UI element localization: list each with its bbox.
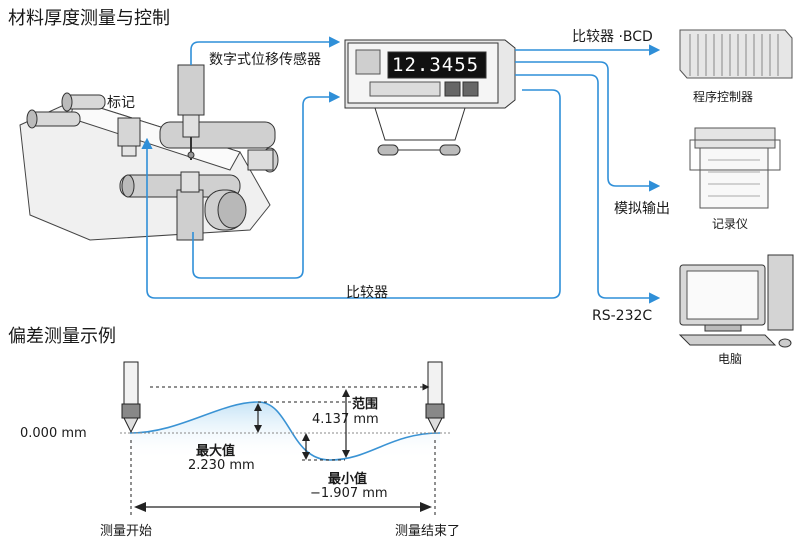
probe-start [121,361,141,434]
deviation-chart [120,361,450,515]
material-shading [130,402,440,460]
arrow-sensor-upper-to-controller [190,36,341,65]
label-start: 测量开始 [100,524,153,539]
computer-device [678,254,794,348]
sensor-probe-lower [176,171,204,241]
arrow-sensor-lower-to-controller [192,91,341,279]
label-plc: 程序控制器 [693,90,754,104]
label-comparator-bcd: 比较器 ·BCD [572,29,653,45]
label-max-title: 最大值 [196,444,236,459]
label-min-title: 最小值 [328,472,368,487]
label-range-value: 4.137 mm [312,412,379,427]
label-sensor: 数字式位移传感器 [209,52,321,68]
digital-display [387,51,487,79]
label-rs232c: RS-232C [592,308,653,324]
label-range-title: 范围 [352,397,379,412]
label-comparator: 比较器 [346,285,388,301]
label-max-value: 2.230 mm [188,458,255,473]
roller-left [26,109,81,129]
flow-arrows [141,36,661,304]
title-bottom: 偏差测量示例 [8,326,116,347]
marker-device [117,117,141,157]
label-recorder: 记录仪 [712,217,749,231]
label-computer: 电脑 [718,352,743,366]
label-end: 测量结束了 [395,524,461,539]
sensor-probe-upper [177,64,205,160]
arrow-to-computer [515,74,661,304]
label-marker: 标记 [107,95,135,111]
plc-device [679,29,793,79]
profile-curve [129,401,441,461]
title-top: 材料厚度测量与控制 [8,8,170,29]
probe-end [425,361,445,434]
arrow-comparator-to-marker [141,89,561,299]
label-zero: 0.000 mm [20,426,87,441]
roller-lower [119,174,247,231]
label-analog-output: 模拟输出 [614,201,670,217]
arrow-to-recorder [515,61,661,192]
display-readout: 12.3455 [392,54,480,76]
controller-unit [344,39,516,156]
recorder-device [689,127,781,209]
label-min-value: −1.907 mm [310,486,388,501]
